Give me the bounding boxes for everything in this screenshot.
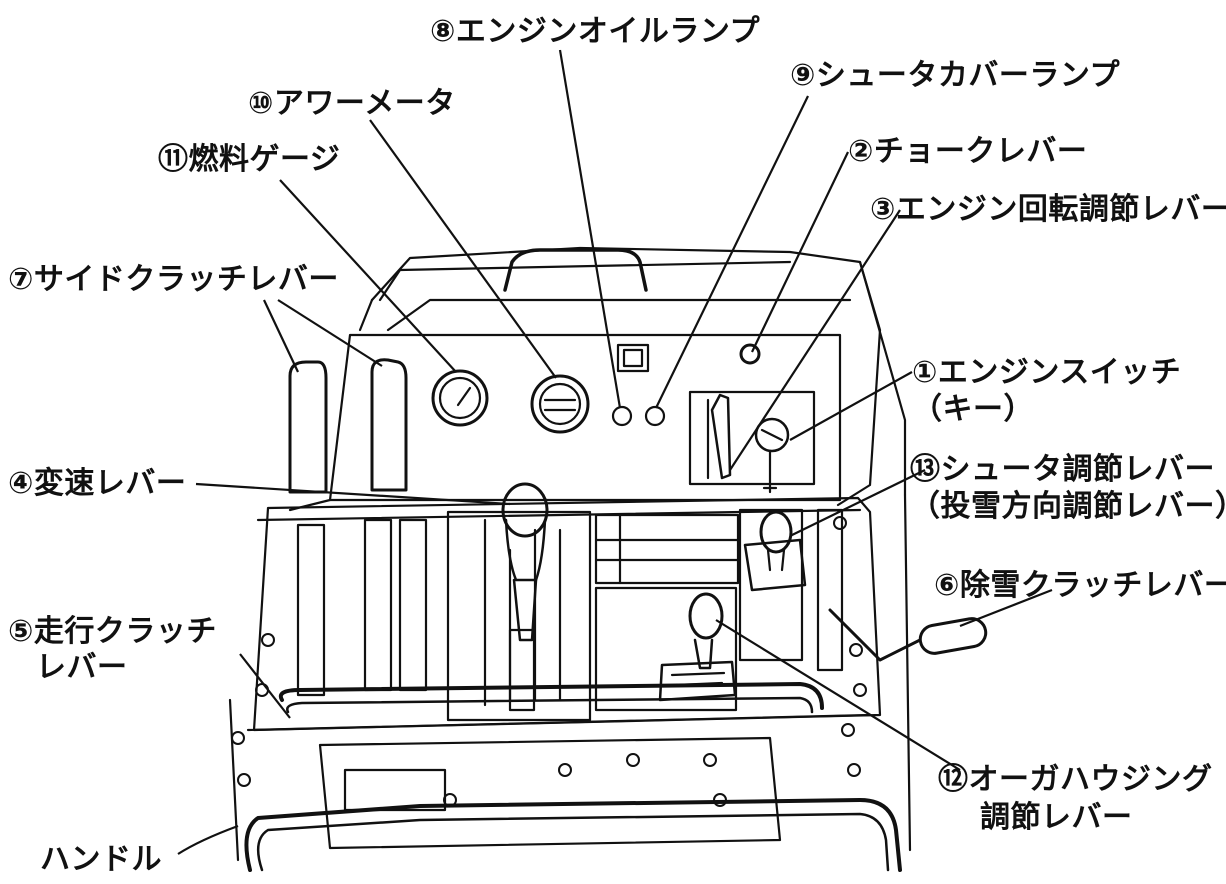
leader-7b: [277, 299, 383, 367]
label-engine-speed-lever: ③エンジン回転調節レバー: [870, 192, 1226, 227]
auger-housing-boot: [658, 660, 737, 702]
handle-bar-front: [244, 798, 902, 872]
control-panel: [252, 496, 882, 732]
leader-12: [715, 619, 961, 771]
label-choke-lever: ②チョークレバー: [848, 134, 1088, 169]
switch-box: [616, 343, 650, 373]
side-clutch-lever-left: [288, 360, 328, 494]
leader-9: [655, 95, 809, 409]
panel-bolts: [231, 516, 867, 807]
label-snow-clutch-lever: ⑥除雪クラッチレバー: [934, 568, 1226, 603]
lower-label-plate: [343, 768, 447, 812]
leader-13: [789, 469, 926, 537]
leader-handle: [177, 824, 239, 855]
label-engine-oil-lamp: ⑧エンジンオイルランプ: [430, 14, 761, 49]
shooter-knob: [759, 510, 793, 554]
label-travel-clutch-2: レバー: [36, 650, 128, 685]
snow-clutch-grip: [918, 617, 988, 655]
label-side-clutch-lever: ⑦サイドクラッチレバー: [8, 262, 339, 297]
label-fuel-gauge: ⑪燃料ゲージ: [158, 142, 341, 177]
fuel-gauge: [431, 369, 489, 427]
shooter-boot: [743, 538, 807, 592]
throttle-lever: [710, 393, 732, 480]
label-travel-clutch: ⑤走行クラッチ: [8, 614, 217, 649]
label-shooter-cover-lamp: ⑨シュータカバーランプ: [790, 58, 1121, 93]
auger-housing-knob: [688, 592, 724, 640]
label-hour-meter: ⑩アワーメータ: [248, 86, 456, 121]
leader-lines: [177, 49, 1053, 855]
leader-4: [195, 482, 511, 506]
label-engine-switch-key: （キー）: [912, 392, 1034, 427]
hood-handle: [503, 248, 648, 292]
hour-meter: [530, 374, 590, 434]
speed-lever: [512, 578, 538, 642]
engine-switch-plate: [688, 390, 816, 486]
leader-5: [239, 653, 291, 719]
label-auger-housing-2: 調節レバー: [980, 800, 1133, 835]
leader-3: [729, 209, 901, 471]
leader-6: [959, 588, 1053, 628]
leader-7a: [263, 299, 299, 373]
snow-clutch-lever: [828, 608, 922, 662]
label-handle: ハンドル: [40, 842, 162, 877]
leader-2: [751, 151, 849, 353]
label-auger-housing: ⑫オーガハウジング: [938, 762, 1213, 797]
key-switch: [754, 417, 790, 453]
speed-panel: [446, 510, 592, 722]
travel-clutch-plate: [594, 586, 738, 712]
auger-housing-lever: [693, 638, 714, 670]
label-speed-lever: ④変速レバー: [8, 466, 187, 501]
side-clutch-lever-right: [370, 358, 408, 492]
choke-knob: [739, 343, 761, 365]
leader-10: [369, 119, 557, 379]
label-shooter-lever: ⑬シュータ調節レバー: [910, 452, 1215, 487]
leader-11: [279, 179, 457, 373]
engine-hood: [370, 246, 882, 507]
shooter-cover-lamp: [644, 405, 666, 427]
leader-1: [789, 371, 913, 441]
engine-oil-lamp: [611, 405, 633, 427]
label-engine-switch: ①エンジンスイッチ: [912, 355, 1182, 390]
speed-lever-knob: [501, 482, 549, 538]
label-shooter-lever-2: （投雪方向調節レバー）: [910, 489, 1226, 524]
handle-bar: [278, 682, 824, 710]
upper-panel: [328, 333, 842, 502]
info-plate: [594, 513, 740, 585]
leader-8: [558, 49, 622, 409]
